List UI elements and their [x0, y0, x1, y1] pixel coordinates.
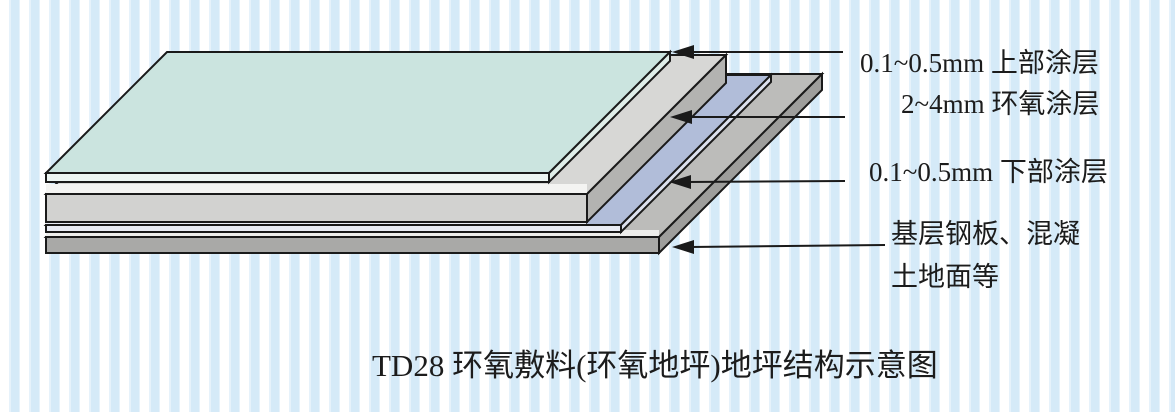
- leader-epoxy-coating: [670, 110, 845, 124]
- lower-coating-front-face: [45, 224, 622, 233]
- label-substrate: 基层钢板、混凝 土地面等: [891, 213, 1080, 299]
- upper-coating-side-face: [548, 49, 671, 185]
- label-substrate-line1: 基层钢板、混凝: [891, 219, 1080, 249]
- arrowhead-left-icon: [672, 45, 694, 59]
- leader-substrate: [672, 240, 886, 254]
- leader-line: [689, 244, 886, 248]
- arrowhead-left-icon: [669, 175, 691, 189]
- label-lower-coating: 0.1~0.5mm 下部涂层: [869, 157, 1108, 187]
- epoxy-highlight: [46, 184, 587, 193]
- label-upper-coating: 0.1~0.5mm 上部涂层: [860, 48, 1099, 78]
- label-epoxy-coating: 2~4mm 环氧涂层: [901, 89, 1100, 119]
- arrowhead-left-icon: [672, 240, 694, 254]
- label-substrate-line2: 土地面等: [891, 262, 999, 292]
- substrate-front-face: [45, 236, 660, 254]
- upper-coating-front-face: [45, 172, 550, 183]
- arrowhead-left-icon: [670, 110, 692, 124]
- epoxy-side-face: [586, 52, 727, 225]
- lower-coating-side-face: [620, 72, 772, 235]
- leader-upper-coating: [672, 45, 843, 59]
- epoxy-front-face: [45, 193, 588, 223]
- leader-lower-coating: [669, 175, 846, 189]
- upper-coating-layer: [43, 49, 673, 185]
- leader-line: [686, 180, 846, 183]
- diagram-caption: TD28 环氧敷料(环氧地坪)地坪结构示意图: [372, 348, 938, 383]
